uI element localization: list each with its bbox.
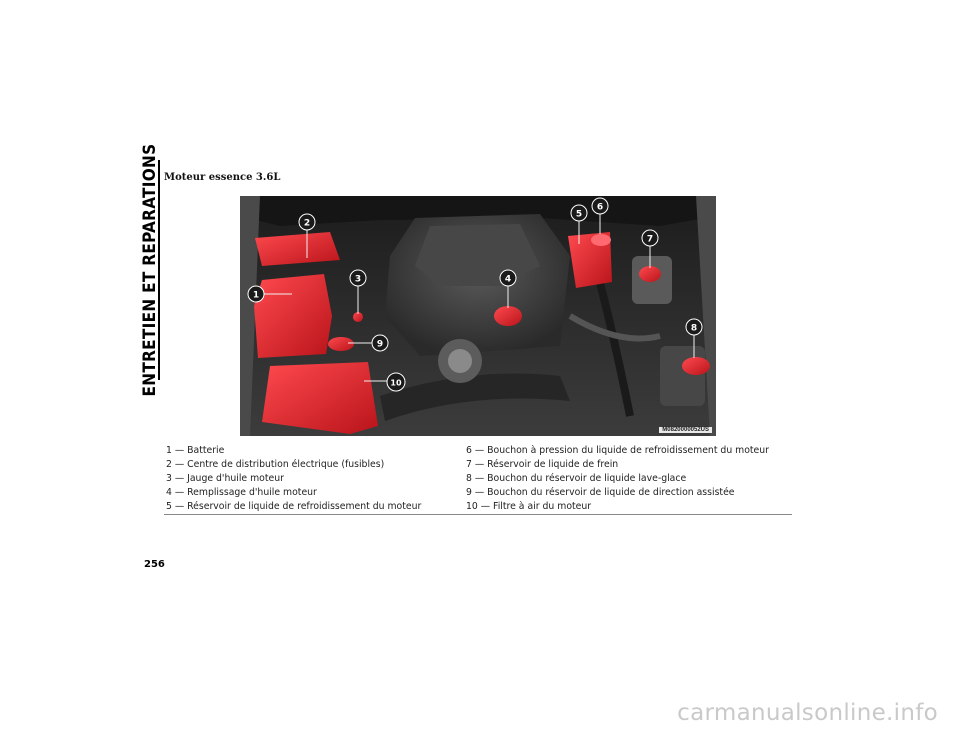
battery-highlight	[254, 274, 332, 358]
callout-3: 3	[349, 269, 367, 287]
svg-text:7: 7	[647, 235, 653, 245]
figure-legend: 1 — Batterie 2 — Centre de distribution …	[164, 444, 792, 515]
svg-text:8: 8	[691, 324, 697, 334]
engine-compartment-figure: 1 2 3 4 5 6 7 8 9 10 M0820000052US	[240, 196, 716, 436]
legend-item: 5 — Réservoir de liquide de refroidissem…	[166, 501, 422, 512]
svg-text:3: 3	[355, 275, 361, 285]
svg-text:9: 9	[377, 340, 383, 350]
page-number: 256	[144, 559, 165, 570]
legend-item: 9 — Bouchon du réservoir de liquide de d…	[466, 487, 735, 498]
legend-item: 3 — Jauge d'huile moteur	[166, 473, 284, 484]
page-heading: Moteur essence 3.6L	[164, 172, 281, 183]
legend-item: 1 — Batterie	[166, 445, 225, 456]
legend-item: 7 — Réservoir de liquide de frein	[466, 459, 619, 470]
legend-item: 8 — Bouchon du réservoir de liquide lave…	[466, 473, 687, 484]
section-tab-label: ENTRETIEN ET REPARATIONS	[140, 143, 160, 397]
callout-5: 5	[570, 204, 588, 222]
callout-9: 9	[371, 334, 389, 352]
air-filter-highlight	[262, 362, 378, 434]
callout-10: 10	[386, 372, 406, 392]
legend-item: 4 — Remplissage d'huile moteur	[166, 487, 317, 498]
callout-8: 8	[685, 318, 703, 336]
legend-item: 10 — Filtre à air du moteur	[466, 501, 592, 512]
coolant-cap-highlight	[591, 234, 611, 246]
engine-illustration: 1 2 3 4 5 6 7 8 9 10	[240, 196, 716, 436]
callout-1: 1	[247, 285, 265, 303]
legend-item: 2 — Centre de distribution électrique (f…	[166, 459, 385, 470]
section-tab: ENTRETIEN ET REPARATIONS	[140, 144, 160, 397]
svg-text:1: 1	[253, 291, 259, 301]
figure-code: M0820000052US	[659, 427, 712, 433]
section-tab-rule	[158, 160, 160, 380]
callout-7: 7	[641, 229, 659, 247]
dipstick-highlight	[353, 312, 363, 322]
svg-text:6: 6	[597, 203, 603, 213]
svg-text:5: 5	[576, 210, 582, 220]
legend-column-left: 1 — Batterie 2 — Centre de distribution …	[166, 444, 421, 514]
svg-text:2: 2	[304, 219, 310, 229]
brake-fluid-highlight	[639, 266, 661, 282]
callout-4: 4	[499, 269, 517, 287]
power-steering-cap-highlight	[328, 337, 354, 351]
fuse-box-highlight	[255, 232, 340, 266]
oil-fill-highlight	[494, 306, 522, 326]
svg-text:4: 4	[505, 275, 511, 285]
callout-2: 2	[298, 213, 316, 231]
legend-column-right: 6 — Bouchon à pression du liquide de ref…	[466, 444, 769, 514]
washer-cap-highlight	[682, 357, 710, 375]
svg-text:10: 10	[390, 379, 402, 388]
legend-item: 6 — Bouchon à pression du liquide de ref…	[466, 445, 769, 456]
watermark: carmanualsonline.info	[677, 700, 938, 726]
callout-6: 6	[591, 197, 609, 215]
